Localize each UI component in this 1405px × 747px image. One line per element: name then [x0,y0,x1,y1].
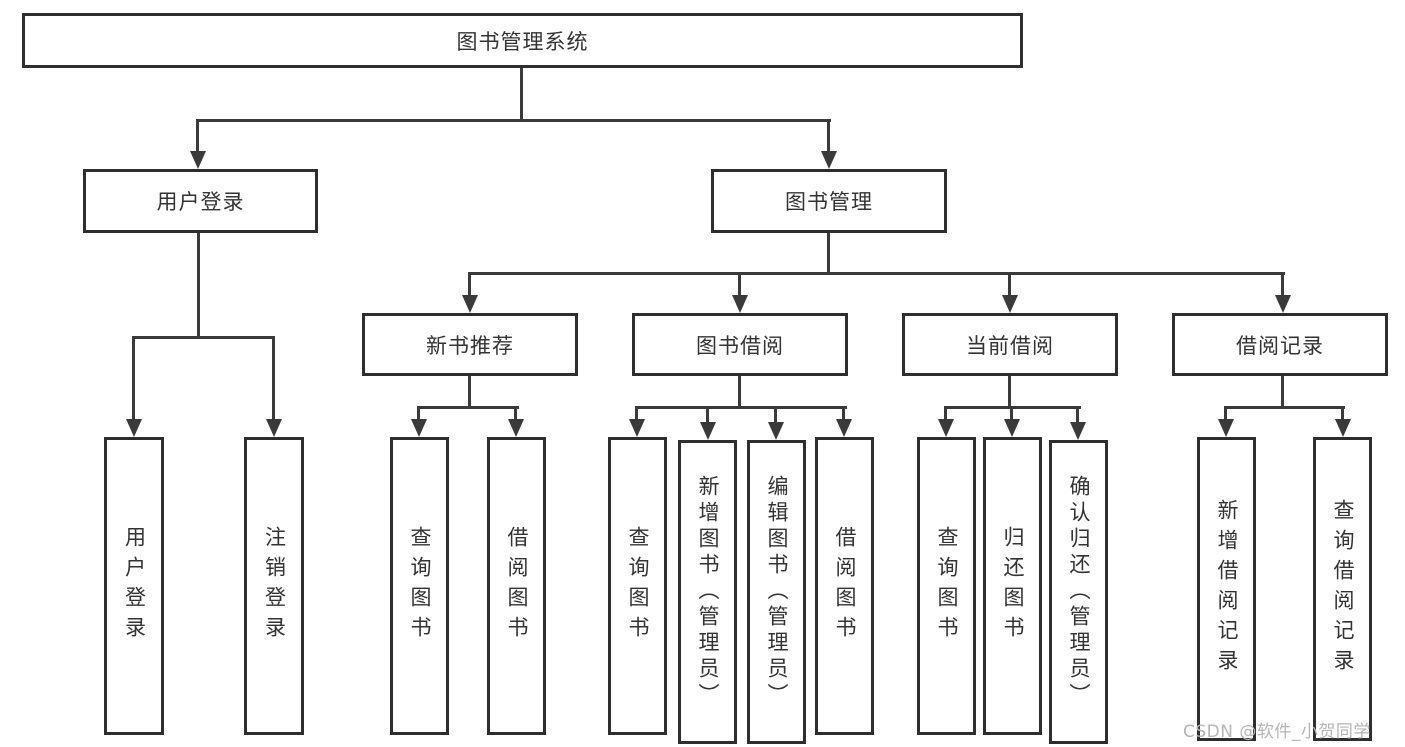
arrow-down-leaf7 [768,422,784,440]
connector-drop-leaf12 [1224,406,1227,421]
connector-new-book-split [417,406,519,409]
node-borrow-record-label: 借阅记录 [1236,333,1324,358]
arrow-down-leaf-login [126,419,142,437]
node-leaf-edit-book-admin-label: 编辑图书（管理员） [765,475,789,709]
arrow-down-leaf3 [411,419,427,437]
node-leaf-user-login: 用户登录 [104,437,164,735]
node-new-book-recommend: 新书推荐 [362,313,578,376]
arrow-down-book-mgmt [821,151,837,169]
node-leaf-borrow-book-1-label: 借阅图书 [505,526,529,646]
node-user-login: 用户登录 [83,169,318,233]
arrow-down-leaf13 [1335,419,1351,437]
connector-drop-leaf6 [706,406,709,424]
node-book-borrow-label: 图书借阅 [696,333,784,358]
arrow-down-leaf11 [1070,422,1086,440]
connector-current-borrow-stem [1008,376,1011,406]
connector-drop-leaf-logout [272,336,275,421]
node-leaf-query-book-1-label: 查询图书 [408,526,432,646]
arrow-down-leaf10 [1004,419,1020,437]
arrow-down-leaf9 [938,419,954,437]
arrow-down-new-book [462,295,478,313]
node-leaf-borrow-book-2-label: 借阅图书 [833,526,857,646]
connector-drop-current-borrow [1008,272,1011,298]
node-leaf-edit-book-admin: 编辑图书（管理员） [747,440,806,744]
node-leaf-confirm-return-admin-label: 确认归还（管理员） [1067,475,1091,709]
node-new-book-recommend-label: 新书推荐 [426,333,514,358]
connector-user-login-split [132,336,275,339]
arrow-down-book-borrow [732,295,748,313]
csdn-watermark: CSDN @软件_小贺同学 [1183,722,1371,742]
node-leaf-confirm-return-admin: 确认归还（管理员） [1049,440,1108,744]
connector-borrow-record-split [1224,406,1345,409]
arrow-down-user-login [190,151,206,169]
connector-drop-new-book [468,272,471,298]
node-current-borrow: 当前借阅 [902,313,1118,376]
connector-drop-leaf4 [514,406,517,421]
arrow-down-leaf8 [836,419,852,437]
arrow-down-leaf-logout [266,419,282,437]
arrow-down-borrow-record [1275,295,1291,313]
node-book-management-label: 图书管理 [785,190,873,214]
node-leaf-user-login-label: 用户登录 [122,526,147,646]
node-leaf-add-book-admin-label: 新增图书（管理员） [696,475,720,709]
node-leaf-borrow-book-2: 借阅图书 [815,437,874,735]
node-user-login-label: 用户登录 [156,190,245,214]
connector-level3-split [468,272,1285,275]
connector-new-book-stem [468,376,471,406]
node-leaf-query-book-2-label: 查询图书 [626,526,650,646]
connector-drop-leaf9 [944,406,947,421]
node-leaf-return-book-label: 归还图书 [1001,526,1025,646]
connector-drop-leaf5 [635,406,638,421]
node-leaf-logout: 注销登录 [244,437,304,735]
node-leaf-return-book: 归还图书 [983,437,1042,735]
node-leaf-query-borrow-record-label: 查询借阅记录 [1331,499,1355,679]
connector-drop-book-borrow [738,272,741,298]
node-leaf-query-book-3: 查询图书 [917,437,976,735]
connector-borrow-record-stem [1281,376,1284,406]
connector-drop-user-login [196,119,199,155]
connector-drop-leaf7 [774,406,777,424]
arrow-down-leaf4 [508,419,524,437]
connector-drop-leaf-login [132,336,135,421]
connector-drop-book-mgmt [827,119,830,155]
connector-drop-leaf3 [417,406,420,421]
connector-book-mgmt-stem [827,233,830,272]
connector-drop-borrow-record [1281,272,1284,298]
node-root-label: 图书管理系统 [456,29,589,54]
connector-drop-leaf13 [1341,406,1344,421]
node-leaf-add-book-admin: 新增图书（管理员） [678,440,737,744]
node-borrow-record: 借阅记录 [1172,313,1388,376]
connector-drop-leaf8 [842,406,845,421]
node-current-borrow-label: 当前借阅 [966,333,1054,358]
node-leaf-query-book-1: 查询图书 [390,437,449,735]
connector-drop-leaf11 [1076,406,1079,424]
node-root: 图书管理系统 [22,13,1023,68]
node-book-borrow: 图书借阅 [632,313,848,376]
node-leaf-logout-label: 注销登录 [262,526,287,646]
connector-root-stem [520,68,523,122]
arrow-down-current-borrow [1002,295,1018,313]
node-leaf-query-book-3-label: 查询图书 [935,526,959,646]
connector-level2-split [196,119,831,122]
node-leaf-query-borrow-record: 查询借阅记录 [1313,437,1372,741]
connector-book-borrow-split [635,406,847,409]
arrow-down-leaf6 [700,422,716,440]
node-leaf-add-borrow-record: 新增借阅记录 [1197,437,1256,741]
connector-book-borrow-stem [738,376,741,406]
node-leaf-query-book-2: 查询图书 [608,437,667,735]
arrow-down-leaf12 [1218,419,1234,437]
node-book-management: 图书管理 [711,169,947,233]
connector-user-login-stem [197,233,200,336]
node-leaf-borrow-book-1: 借阅图书 [487,437,546,735]
arrow-down-leaf5 [629,419,645,437]
node-leaf-add-borrow-record-label: 新增借阅记录 [1215,499,1239,679]
connector-drop-leaf10 [1010,406,1013,421]
